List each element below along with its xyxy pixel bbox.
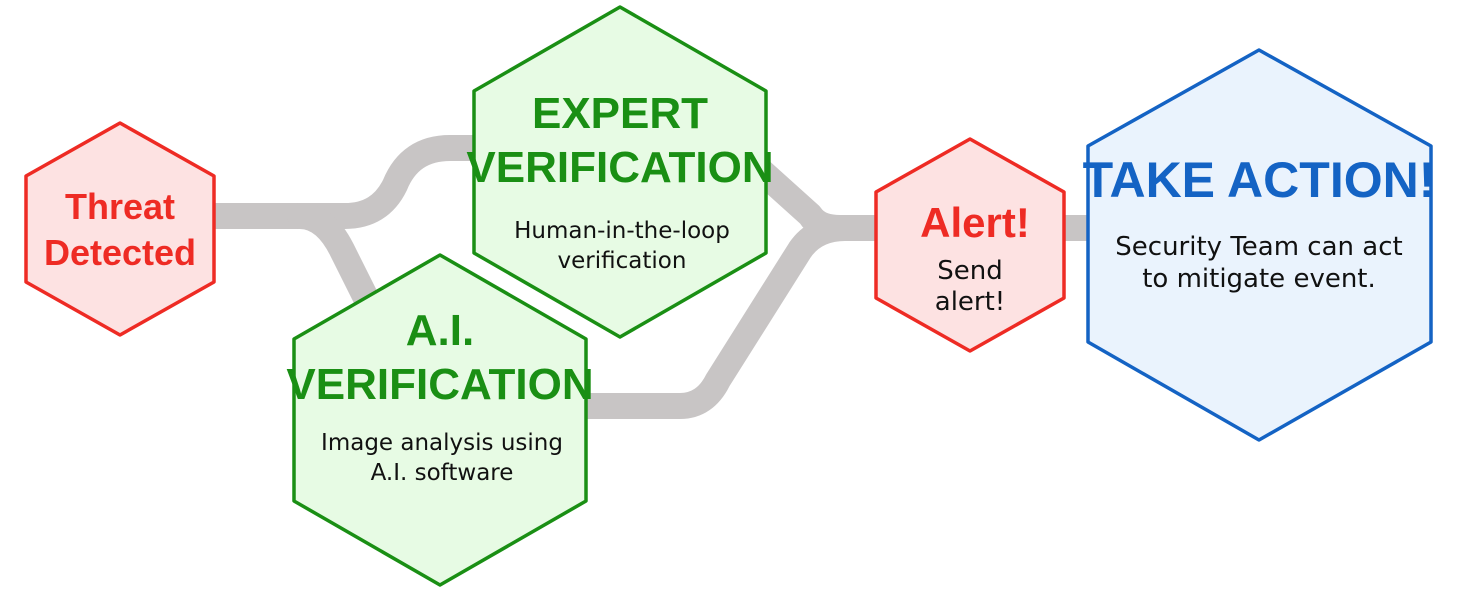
connector-threat-to-expert [187,135,503,229]
expert-desc-line2: verification [558,248,687,274]
threat-title-line2: Detected [44,232,196,273]
ai-hexagon [292,253,588,587]
ai-title-line2: VERIFICATION [286,360,593,409]
action-title: TAKE ACTION! [1083,152,1436,208]
threat-title-line1: Threat [65,186,175,227]
expert-desc-line1: Human-in-the-loop [514,218,730,244]
action-hexagon [1086,48,1433,442]
action-desc-line1: Security Team can act [1115,232,1402,262]
ai-desc-line1: Image analysis using [321,430,563,456]
node-expert-verification: EXPERT VERIFICATION Human-in-the-loop ve… [466,5,774,339]
connector-ai-to-alert [557,215,858,419]
ai-desc-line2: A.I. software [371,460,514,486]
node-take-action: TAKE ACTION! Security Team can act to mi… [1083,48,1436,442]
expert-title-line2: VERIFICATION [466,143,773,192]
alert-title: Alert! [920,199,1030,246]
alert-desc-line2: alert! [935,287,1005,317]
node-threat-detected: Threat Detected [24,121,216,337]
ai-title-line1: A.I. [406,306,474,355]
expert-title-line1: EXPERT [532,89,708,138]
alert-hexagon [874,137,1066,353]
action-desc-line2: to mitigate event. [1142,264,1376,294]
connector-threat-to-ai [287,203,385,323]
threat-hexagon [24,121,216,337]
alert-desc-line1: Send [937,256,1002,286]
connectors [187,135,1113,419]
node-alert: Alert! Send alert! [874,137,1066,353]
node-ai-verification: A.I. VERIFICATION Image analysis using A… [286,253,594,587]
expert-hexagon [472,5,768,339]
